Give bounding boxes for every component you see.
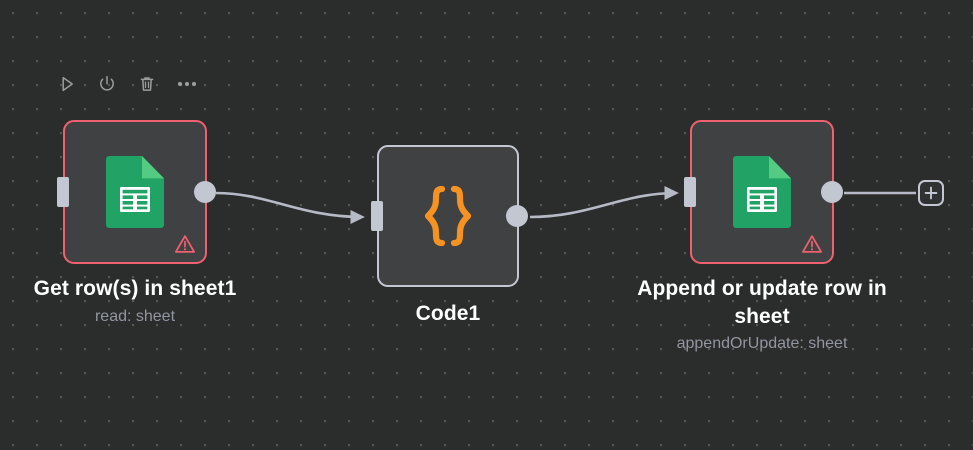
node-code1-caption: Code1	[358, 300, 538, 328]
google-sheets-icon	[733, 156, 791, 228]
ellipsis-icon	[178, 82, 196, 86]
warning-triangle-icon	[801, 235, 823, 253]
play-icon	[62, 76, 73, 92]
deactivate-button[interactable]	[96, 73, 118, 95]
node-code1[interactable]	[371, 145, 528, 287]
edge-get-rows-to-code1[interactable]	[215, 191, 365, 225]
add-node-button[interactable]	[918, 180, 944, 206]
node-title: Get row(s) in sheet1	[33, 277, 237, 300]
code-braces-icon	[424, 185, 472, 247]
google-sheets-icon	[106, 156, 164, 228]
node-title: Append or update row in sheet	[637, 277, 887, 328]
node-append-update-caption: Append or update row in sheet appendOrUp…	[608, 275, 916, 356]
delete-button[interactable]	[136, 73, 158, 95]
node-input-handle[interactable]	[684, 177, 696, 207]
node-action-toolbar	[56, 70, 198, 98]
execute-step-button[interactable]	[56, 73, 78, 95]
warning-triangle-icon	[174, 235, 196, 253]
node-title: Code1	[415, 302, 481, 325]
node-input-handle[interactable]	[57, 177, 69, 207]
node-output-handle[interactable]	[506, 205, 528, 227]
node-subtitle: read: sheet	[94, 307, 176, 325]
power-icon	[100, 75, 114, 91]
node-input-handle[interactable]	[371, 201, 383, 231]
node-output-handle[interactable]	[821, 181, 843, 203]
trash-icon	[140, 77, 154, 91]
node-append-update[interactable]	[684, 120, 843, 264]
node-subtitle: appendOrUpdate: sheet	[676, 335, 848, 353]
node-get-rows-caption: Get row(s) in sheet1 read: sheet	[0, 275, 275, 328]
edge-code1-to-append-update[interactable]	[529, 185, 679, 219]
more-options-button[interactable]	[176, 73, 198, 95]
plus-icon	[924, 186, 938, 200]
node-output-handle[interactable]	[194, 181, 216, 203]
node-get-rows[interactable]	[57, 120, 216, 264]
